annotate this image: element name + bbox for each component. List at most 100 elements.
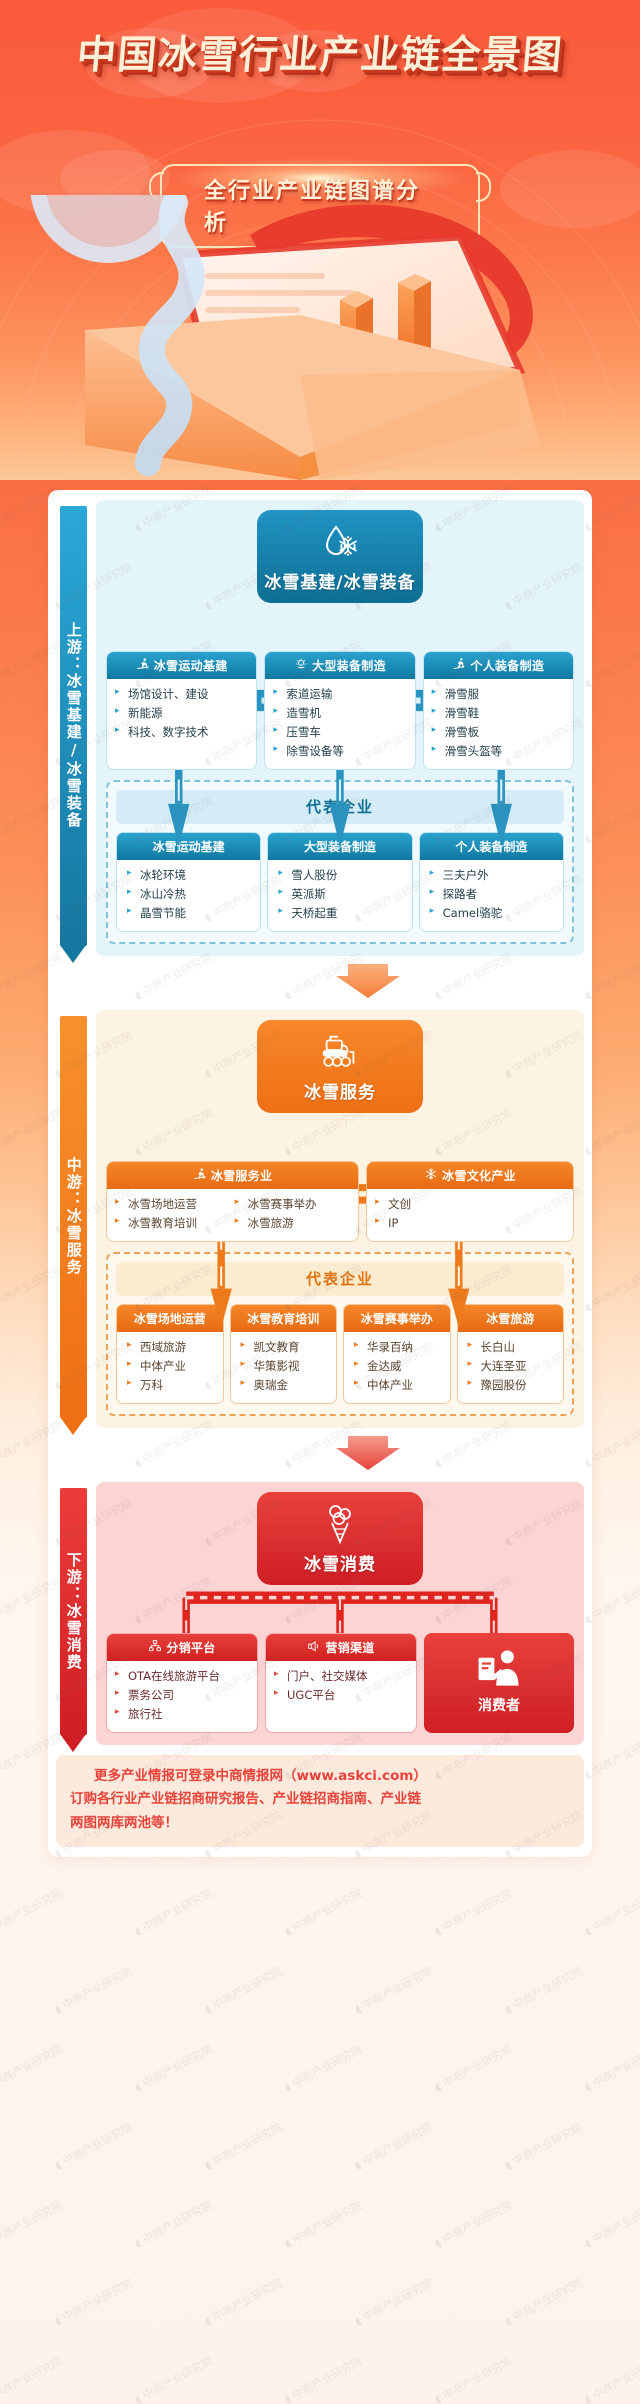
snow-groomer-icon — [257, 1030, 423, 1074]
watermark-text: ◖ 中商产业研究院 — [282, 2042, 365, 2095]
category-body: 索道运输 造雪机 压雪车 除雪设备等 — [265, 679, 414, 769]
hub-label-downstream: 冰雪消费 — [304, 1554, 376, 1575]
stage-label-midstream: 中游：冰雪服务 — [64, 1157, 83, 1277]
rep-item-list: 三夫户外 探路者 Camel骆驼 — [430, 866, 559, 923]
stage-rail-upstream: 上游：冰雪基建/冰雪装备 — [56, 500, 90, 963]
rep-item-list: 凯文教育 华策影视 奥瑞金 — [241, 1338, 333, 1395]
list-item: 冰雪教育培训 — [115, 1214, 235, 1233]
category-card[interactable]: 大型装备制造 索道运输 造雪机 压雪车 除雪设备等 — [264, 651, 416, 770]
page-subtitle: 全行业产业链图谱分析 — [204, 179, 421, 236]
rep-card[interactable]: 冰雪场地运营 西域旅游 中体产业 万科 — [116, 1303, 224, 1404]
watermark-text: ◖ 中商产业研究院 — [432, 2042, 515, 2095]
consumer-person-icon — [473, 1648, 525, 1693]
list-item: 晶雪节能 — [127, 904, 256, 923]
watermark-text: ◖ 中商产业研究院 — [582, 2042, 640, 2095]
list-item: 压雪车 — [273, 723, 410, 742]
list-item: 豫园股份 — [468, 1376, 560, 1395]
footer-line-2: 订购各行业产业链招商研究报告、产业链招商指南、产业链 — [70, 1791, 421, 1808]
list-item: 科技、数字技术 — [115, 723, 252, 742]
footer-line-1: 更多产业情报可登录中商情报网（www.askci.com） — [94, 1767, 427, 1784]
stage-rail-downstream: 下游：冰雪消费 — [56, 1482, 90, 1752]
cloud-shape — [255, 30, 375, 92]
cloud-shape — [85, 28, 215, 98]
category-body: 场馆设计、建设 新能源 科技、数字技术 — [107, 679, 256, 750]
rep-card[interactable]: 个人装备制造 三夫户外 探路者 Camel骆驼 — [418, 831, 564, 932]
watermark-text: ◖ 中商产业研究院 — [202, 1964, 285, 2017]
category-card[interactable]: 营销渠道 门户、社交媒体 UGC平台 — [265, 1632, 417, 1733]
category-body: 门户、社交媒体 UGC平台 — [266, 1661, 416, 1713]
rail-band: 中游：冰雪服务 — [60, 1015, 87, 1435]
list-item: 冰雪旅游 — [235, 1214, 355, 1233]
category-body: 滑雪服 滑雪鞋 滑雪板 滑雪头盔等 — [424, 679, 573, 769]
consumer-card[interactable]: 消费者 — [424, 1632, 574, 1733]
category-card[interactable]: 冰雪文化产业 文创 IP — [366, 1160, 574, 1242]
rep-header: 冰雪教育培训 — [230, 1304, 336, 1332]
category-title: 冰雪服务业 — [210, 1168, 273, 1183]
category-header: 冰雪运动基建 — [107, 652, 257, 679]
category-item-list: 文创 IP — [375, 1195, 569, 1233]
watermark-text: ◖ 中商产业研究院 — [52, 2276, 135, 2329]
rep-card[interactable]: 冰雪旅游 长白山 大连圣亚 豫园股份 — [456, 1303, 564, 1404]
watermark-text: ◖ 中商产业研究院 — [132, 2354, 215, 2404]
rep-card[interactable]: 冰雪教育培训 凯文教育 华策影视 奥瑞金 — [229, 1303, 337, 1404]
hub-downstream[interactable]: 冰雪消费 — [257, 1491, 423, 1585]
list-item: 滑雪板 — [432, 723, 569, 742]
list-item: Camel骆驼 — [430, 904, 559, 923]
rep-header: 个人装备制造 — [419, 832, 563, 860]
list-item: IP — [375, 1214, 569, 1233]
rep-header: 冰雪场地运营 — [117, 1304, 223, 1332]
ice-cream-icon — [257, 1502, 423, 1546]
category-title: 冰雪文化产业 — [442, 1168, 516, 1183]
category-body: 文创 IP — [367, 1189, 573, 1241]
hub-upstream[interactable]: 冰雪基建/冰雪装备 — [257, 510, 423, 603]
list-item: 新能源 — [115, 704, 252, 723]
rep-body: 冰轮环境 冰山冷热 晶雪节能 — [117, 860, 260, 931]
list-item: 滑雪头盔等 — [432, 742, 569, 761]
category-card[interactable]: 分销平台 OTA在线旅游平台 票务公司 旅行社 — [106, 1632, 258, 1733]
list-item: 票务公司 — [115, 1686, 253, 1705]
rep-card[interactable]: 冰雪赛事举办 华录百纳 金达威 中体产业 — [343, 1303, 451, 1404]
list-item: 门户、社交媒体 — [274, 1667, 412, 1686]
representative-enterprises-midstream: 代表企业 冰雪场地运营 西域旅游 中体产业 万科 冰雪教育培 — [106, 1251, 574, 1416]
rail-band: 上游：冰雪基建/冰雪装备 — [60, 506, 87, 963]
footer-line-3: 两图两库两池等！ — [70, 1814, 178, 1831]
category-title: 营销渠道 — [325, 1640, 375, 1655]
rep-header: 冰雪旅游 — [457, 1304, 563, 1332]
stage-body-midstream: 冰雪服务 冰雪服务业 — [96, 1009, 584, 1428]
stage-midstream: 中游：冰雪服务 — [48, 1000, 592, 1438]
watermark-text: ◖ 中商产业研究院 — [132, 2042, 215, 2095]
gear-icon — [294, 657, 308, 674]
category-title: 个人装备制造 — [470, 659, 545, 673]
rep-item-list: 西域旅游 中体产业 万科 — [127, 1338, 219, 1395]
category-item-list: 门户、社交媒体 UGC平台 — [274, 1667, 412, 1705]
list-item: 冰雪场地运营 — [115, 1195, 235, 1214]
watermark-text: ◖ 中商产业研究院 — [0, 2354, 65, 2404]
list-item: 万科 — [127, 1376, 219, 1395]
hero-illustration — [30, 195, 540, 480]
rep-item-list: 华录百纳 金达威 中体产业 — [354, 1338, 446, 1395]
watermark-text: ◖ 中商产业研究院 — [432, 2354, 515, 2404]
watermark-text: ◖ 中商产业研究院 — [582, 2354, 640, 2404]
category-card[interactable]: 冰雪运动基建 场馆设计、建设 新能源 科技、数字技术 — [106, 651, 258, 770]
watermark-text: ◖ 中商产业研究院 — [502, 2120, 585, 2173]
list-item: 三夫户外 — [430, 866, 559, 885]
category-card[interactable]: 冰雪服务业 冰雪场地运营 冰雪教育培训 冰雪赛事举办 冰雪旅游 — [106, 1160, 360, 1242]
snowflake-icon — [424, 1167, 438, 1184]
watermark-text: ◖ 中商产业研究院 — [0, 2042, 65, 2094]
hub-midstream[interactable]: 冰雪服务 — [257, 1019, 423, 1113]
stage-downstream: 下游：冰雪消费 — [48, 1472, 592, 1755]
rep-body: 雪人股份 英派斯 天桥起重 — [268, 860, 411, 931]
hub-row-upstream: 冰雪基建/冰雪装备 — [106, 510, 574, 603]
category-title: 大型装备制造 — [312, 659, 386, 673]
category-card[interactable]: 个人装备制造 滑雪服 滑雪鞋 滑雪板 滑雪头盔等 — [422, 651, 574, 770]
watermark-text: ◖ 中商产业研究院 — [352, 2276, 435, 2329]
cloud-shape — [500, 150, 640, 228]
list-item: 西域旅游 — [127, 1338, 219, 1357]
rep-card[interactable]: 大型装备制造 雪人股份 英派斯 天桥起重 — [267, 831, 413, 932]
footer-note: 更多产业情报可登录中商情报网（www.askci.com） 订购各行业产业链招商… — [56, 1754, 584, 1848]
list-item: 金达威 — [354, 1357, 446, 1376]
list-item: 凯文教育 — [241, 1338, 333, 1357]
rep-card[interactable]: 冰雪运动基建 冰轮环境 冰山冷热 晶雪节能 — [116, 831, 262, 932]
watermark-text: ◖ 中商产业研究院 — [432, 2198, 515, 2251]
industry-chain-panel: 上游：冰雪基建/冰雪装备 — [48, 490, 592, 1858]
